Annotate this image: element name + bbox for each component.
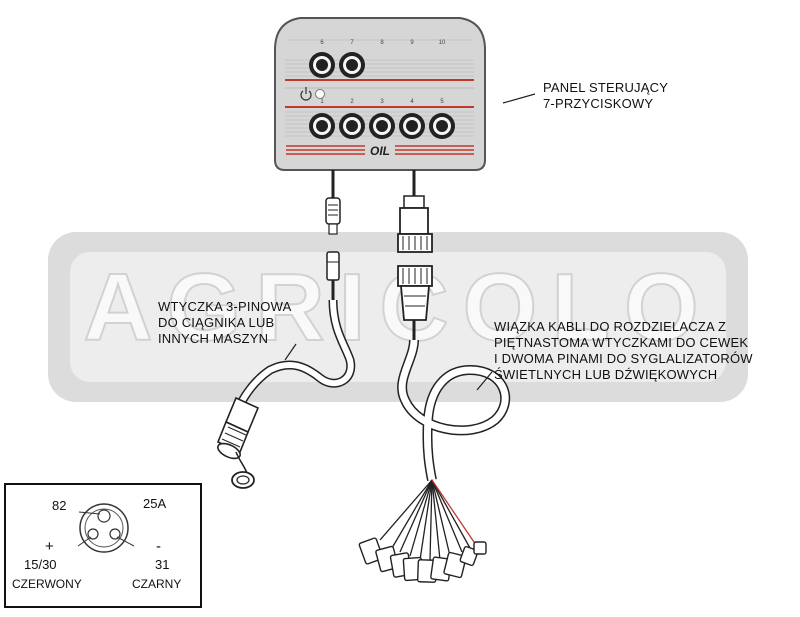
plug-label-leader [284, 343, 297, 361]
button-3 [369, 113, 395, 139]
button-1 [309, 113, 335, 139]
panel-label-line1: PANEL STERUJĄCY [543, 80, 669, 95]
minus-sign: - [156, 538, 161, 555]
harness-label-line4: ŚWIETLNYCH LUB DŹWIĘKOWYCH [494, 367, 718, 382]
panel-label-leader [502, 93, 536, 104]
panel-number-5: 5 [440, 99, 444, 105]
socket-icon [79, 503, 129, 553]
pin-15-30-label: 15/30 [24, 557, 57, 572]
button-6 [309, 52, 335, 78]
button-7 [339, 52, 365, 78]
panel-number-7: 7 [350, 40, 354, 46]
pin-31-label: 31 [155, 557, 170, 572]
black-wire-label: CZARNY [132, 577, 182, 591]
power-icon [300, 87, 312, 101]
button-5 [429, 113, 455, 139]
plug-label-line2: DO CIĄGNIKA LUB [158, 315, 275, 330]
harness-label: WIĄZKA KABLI DO ROZDZIELACZA Z PIĘTNASTO… [494, 319, 753, 383]
watermark: AGRICOLO [48, 232, 748, 402]
red-wire-label: CZERWONY [12, 577, 82, 591]
harness-cable [397, 170, 511, 481]
panel-bottom-stripes [286, 145, 474, 155]
button-2 [339, 113, 365, 139]
amp-rating-label: 25A [143, 496, 167, 511]
pin-82-label: 82 [52, 498, 67, 513]
button-4 [399, 113, 425, 139]
pinout-box [4, 483, 202, 608]
harness-wires [379, 479, 477, 561]
harness-connectors [358, 537, 487, 583]
panel-brand: OIL [370, 144, 390, 158]
harness-label-leader [476, 371, 493, 391]
harness-label-line3: I DWOMA PINAMI DO SYGLALIZATORÓW [494, 351, 753, 366]
plug-label-line3: INNYCH MASZYN [158, 331, 269, 346]
plus-sign: + [45, 538, 54, 555]
panel-label-line2: 7-PRZYCISKOWY [543, 96, 654, 111]
watermark-text: AGRICOLO [83, 254, 712, 361]
panel-number-6: 6 [320, 40, 324, 46]
panel-number-1: 1 [320, 99, 324, 105]
panel-number-9: 9 [410, 40, 414, 46]
three-pin-plug [216, 396, 260, 489]
panel-number-8: 8 [380, 40, 384, 46]
panel-number-10: 10 [439, 40, 446, 46]
panel-number-4: 4 [410, 99, 414, 105]
power-led [315, 89, 325, 99]
panel-number-3: 3 [380, 99, 384, 105]
plug-label: WTYCZKA 3-PINOWA DO CIĄGNIKA LUB INNYCH … [158, 299, 291, 347]
harness-label-line1: WIĄZKA KABLI DO ROZDZIELACZA Z [494, 319, 727, 334]
panel-number-2: 2 [350, 99, 354, 105]
panel-label: PANEL STERUJĄCY 7-PRZYCISKOWY [543, 80, 668, 112]
control-panel: OIL 6 7 8 9 10 1 2 3 4 5 [274, 17, 486, 171]
power-cable [235, 170, 356, 408]
plug-label-line1: WTYCZKA 3-PINOWA [158, 299, 292, 314]
harness-label-line2: PIĘTNASTOMA WTYCZKAMI DO CEWEK [494, 335, 749, 350]
